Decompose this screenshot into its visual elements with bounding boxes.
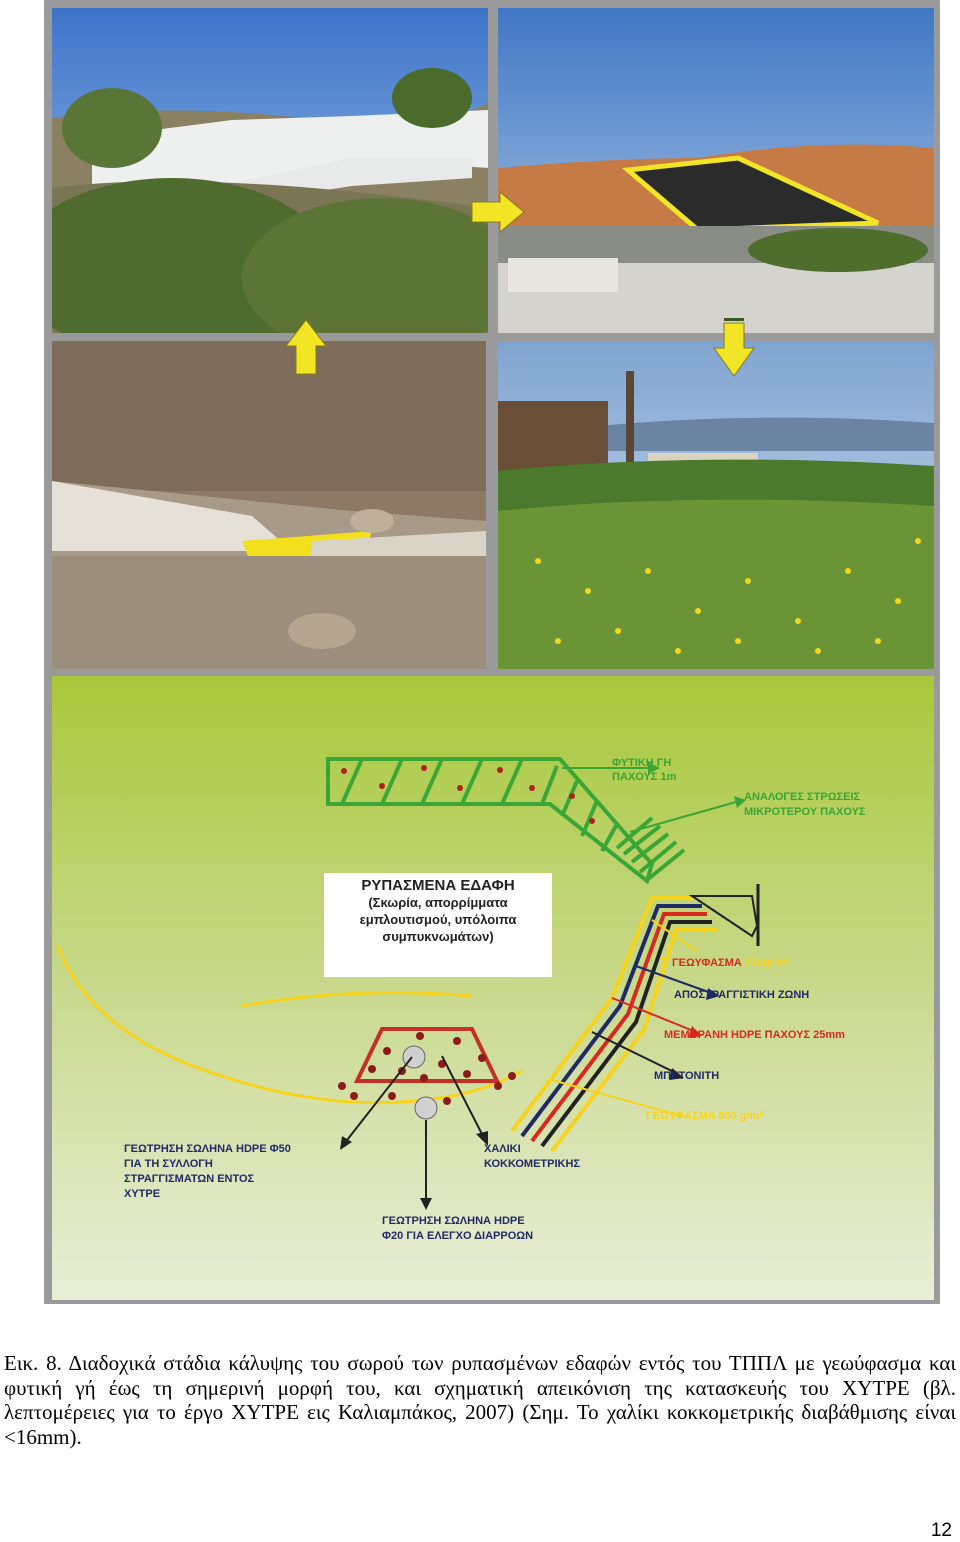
topsoil-label-line-2: ΠΑΧΟΥΣ 1m (612, 771, 677, 783)
topsoil-label-line-1: ΦΥΤΙΚΗ ΓΗ (612, 757, 672, 769)
hdpe-membrane-photo (498, 8, 934, 333)
landfill-cross-section-diagram: ΡΥΠΑΣΜΕΝΑ ΕΔΑΦΗ (Σκωρία, απορρίμματα εμπ… (52, 676, 934, 1300)
box-line-2: εμπλουτισμού, υπόλοιπα (359, 912, 517, 927)
arrow-up-icon (284, 319, 328, 375)
thinner-layers-line-2: ΜΙΚΡΟΤΕΡΟΥ ΠΑΧΟΥΣ (744, 806, 866, 818)
pipe20-label: ΓΕΩΤΡΗΣΗ ΣΩΛΗΝΑ HDPE Φ20 ΓΙΑ ΕΛΕΓΧΟ ΔΙΑΡ… (382, 1214, 533, 1244)
page-number: 12 (930, 1520, 952, 1541)
gravel-label: ΧΑΛΙΚΙ ΚΟΚΚΟΜΕΤΡΙΚΗΣ (484, 1142, 580, 1172)
figure-caption: Εικ. 8. Διαδοχικά στάδια κάλυψης του σωρ… (4, 1351, 956, 1449)
geotextile-cover-photo (52, 8, 488, 333)
pipe50-line-2: ΓΙΑ ΤΗ ΣΥΛΛΟΓΗ (124, 1158, 213, 1170)
thinner-layers-label: ΑΝΑΛΟΓΕΣ ΣΤΡΩΣΕΙΣ ΜΙΚΡΟΤΕΡΟΥ ΠΑΧΟΥΣ (744, 790, 866, 820)
geonet-installation-photo (52, 341, 486, 669)
vegetated-site-photo (498, 341, 934, 669)
pipe20-line-2: Φ20 ΓΙΑ ΕΛΕΓΧΟ ΔΙΑΡΡΟΩΝ (382, 1230, 534, 1242)
pipe50-line-4: ΧΥΤΡΕ (124, 1188, 161, 1200)
geotextile-bottom-text: ΓΕΩΥΦΑΣΜΑ (646, 1110, 716, 1122)
box-line-3: συμπυκνωμάτων) (382, 929, 494, 944)
arrow-down-icon (713, 318, 755, 377)
drainage-zone-label: ΑΠΟΣΤΡΑΓΓΙΣΤΙΚΗ ΖΩΝΗ (674, 989, 810, 1001)
hdpe-membrane-label: ΜΕΜΒΡΑΝΗ HDPE ΠΑΧΟΥΣ 25mm (664, 1029, 845, 1041)
thinner-layers-line-1: ΑΝΑΛΟΓΕΣ ΣΤΡΩΣΕΙΣ (744, 791, 861, 803)
pipe50-line-3: ΣΤΡΑΓΓΙΣΜΑΤΩΝ ΕΝΤΟΣ (124, 1173, 255, 1185)
geotextile-top-spec: 250gr/m² (744, 957, 791, 969)
geotextile-bottom-spec: 800 g/m² (718, 1110, 764, 1122)
geotextile-bottom-label: ΓΕΩΥΦΑΣΜΑ 800 g/m² (646, 1110, 763, 1122)
geotextile-top-text: ΓΕΩΥΦΑΣΜΑ (672, 957, 742, 969)
pipe50-label: ΓΕΩΤΡΗΣΗ ΣΩΛΗΝΑ HDPE Φ50 ΓΙΑ ΤΗ ΣΥΛΛΟΓΗ … (124, 1142, 291, 1202)
box-title: ΡΥΠΑΣΜΕΝΑ ΕΔΑΦΗ (361, 877, 515, 894)
pipe20-line-1: ΓΕΩΤΡΗΣΗ ΣΩΛΗΝΑ HDPE (382, 1215, 525, 1227)
topsoil-label: ΦΥΤΙΚΗ ΓΗ ΠΑΧΟΥΣ 1m (612, 756, 676, 784)
contaminated-soil-box: ΡΥΠΑΣΜΕΝΑ ΕΔΑΦΗ (Σκωρία, απορρίμματα εμπ… (324, 877, 552, 945)
gravel-line-1: ΧΑΛΙΚΙ (484, 1143, 521, 1155)
geotextile-top-label: ΓΕΩΥΦΑΣΜΑ 250gr/m² (672, 957, 790, 969)
bentonite-label: ΜΠΕΤΟΝΙΤΗ (654, 1070, 720, 1082)
box-line-1: (Σκωρία, απορρίμματα (368, 895, 508, 910)
arrow-right-icon (471, 190, 525, 234)
pipe50-line-1: ΓΕΩΤΡΗΣΗ ΣΩΛΗΝΑ HDPE Φ50 (124, 1143, 291, 1155)
gravel-line-2: ΚΟΚΚΟΜΕΤΡΙΚΗΣ (484, 1158, 581, 1170)
